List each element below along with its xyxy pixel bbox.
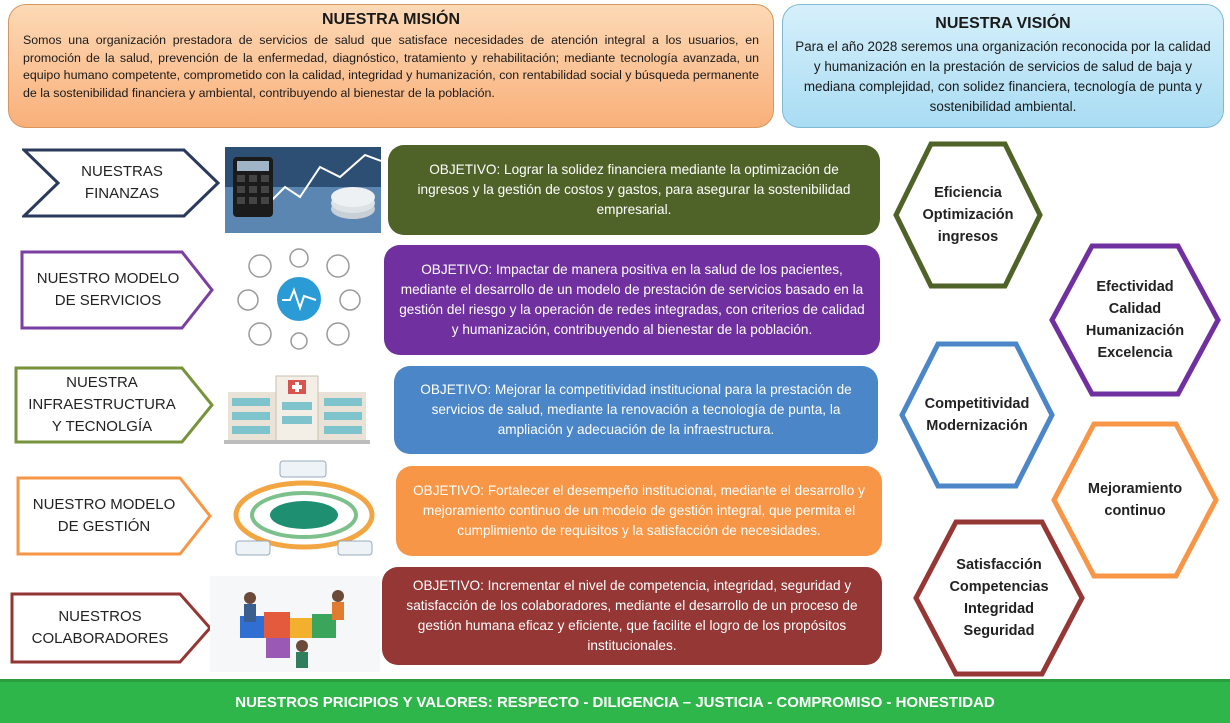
hexagon-label: Mejoramiento continuo — [1087, 481, 1183, 519]
hexagon-shape — [913, 519, 1085, 677]
management-model-image — [226, 455, 376, 561]
hexagon-efectividad: Efectividad Calidad Humanización Excelen… — [1048, 242, 1222, 398]
hexagon-competitividad: Competitividad Modernización — [898, 340, 1056, 490]
hexagon-shape — [899, 341, 1055, 489]
hexagon-mejoramiento: Mejoramiento continuo — [1050, 420, 1220, 580]
hexagon-label: Satisfacción Competencias Integridad Seg… — [949, 557, 1049, 639]
hexagon-label: Efectividad Calidad Humanización Excelen… — [1085, 279, 1185, 361]
chevron-shape — [20, 250, 214, 330]
perspective-label: NUESTRO MODELO DE GESTIÓN — [32, 496, 176, 535]
chevron-shape — [14, 366, 214, 444]
objective-gestion: OBJETIVO: Fortalecer el desempeño instit… — [396, 466, 882, 556]
chevron-shape — [22, 148, 221, 218]
perspective-label: NUESTRA INFRAESTRUCTURA Y TECNOLGÍA — [28, 374, 176, 435]
values-text: NUESTROS PRICIPIOS Y VALORES: RESPECTO -… — [235, 694, 995, 711]
values-footer: NUESTROS PRICIPIOS Y VALORES: RESPECTO -… — [0, 679, 1230, 723]
objective-finanzas: OBJETIVO: Lograr la solidez financiera m… — [388, 145, 880, 235]
hexagon-label: Competitividad Modernización — [924, 396, 1030, 434]
perspective-finanzas: NUESTRAS FINANZAS — [22, 148, 222, 218]
hexagon-shape — [893, 141, 1043, 289]
perspective-colaboradores: NUESTROS COLABORADORES — [10, 592, 214, 664]
mission-text: Somos una organización prestadora de ser… — [23, 33, 759, 100]
objective-infraestructura: OBJETIVO: Mejorar la competitividad inst… — [394, 366, 878, 454]
vision-text: Para el año 2028 seremos una organizació… — [795, 39, 1211, 114]
perspective-servicios: NUESTRO MODELO DE SERVICIOS — [20, 250, 216, 330]
collaborators-image — [210, 576, 380, 672]
perspective-label: NUESTRO MODELO DE SERVICIOS — [36, 270, 180, 309]
chevron-shape — [16, 476, 212, 556]
mission-box: NUESTRA MISIÓN Somos una organización pr… — [8, 4, 774, 128]
hexagon-satisfaccion: Satisfacción Competencias Integridad Seg… — [912, 518, 1086, 678]
perspective-infraestructura: NUESTRA INFRAESTRUCTURA Y TECNOLGÍA — [14, 366, 216, 444]
perspective-label: NUESTROS COLABORADORES — [31, 608, 169, 647]
finance-image — [225, 147, 381, 233]
vision-box: NUESTRA VISIÓN Para el año 2028 seremos … — [782, 4, 1224, 128]
hexagon-eficiencia: Eficiencia Optimización ingresos — [893, 140, 1043, 290]
hexagon-label: Eficiencia Optimización ingresos — [922, 185, 1014, 245]
hexagon-shape — [1051, 421, 1219, 579]
health-services-image — [230, 248, 368, 350]
perspective-label: NUESTRAS FINANZAS — [81, 163, 163, 202]
mission-title: NUESTRA MISIÓN — [321, 11, 461, 28]
perspective-gestion: NUESTRO MODELO DE GESTIÓN — [16, 476, 214, 556]
vision-title: NUESTRA VISIÓN — [935, 15, 1071, 32]
objective-servicios: OBJETIVO: Impactar de manera positiva en… — [384, 245, 880, 355]
objective-colaboradores: OBJETIVO: Incrementar el nivel de compet… — [382, 567, 882, 665]
chevron-shape — [10, 592, 213, 664]
hexagon-shape — [1049, 243, 1221, 397]
hospital-image — [224, 370, 370, 444]
